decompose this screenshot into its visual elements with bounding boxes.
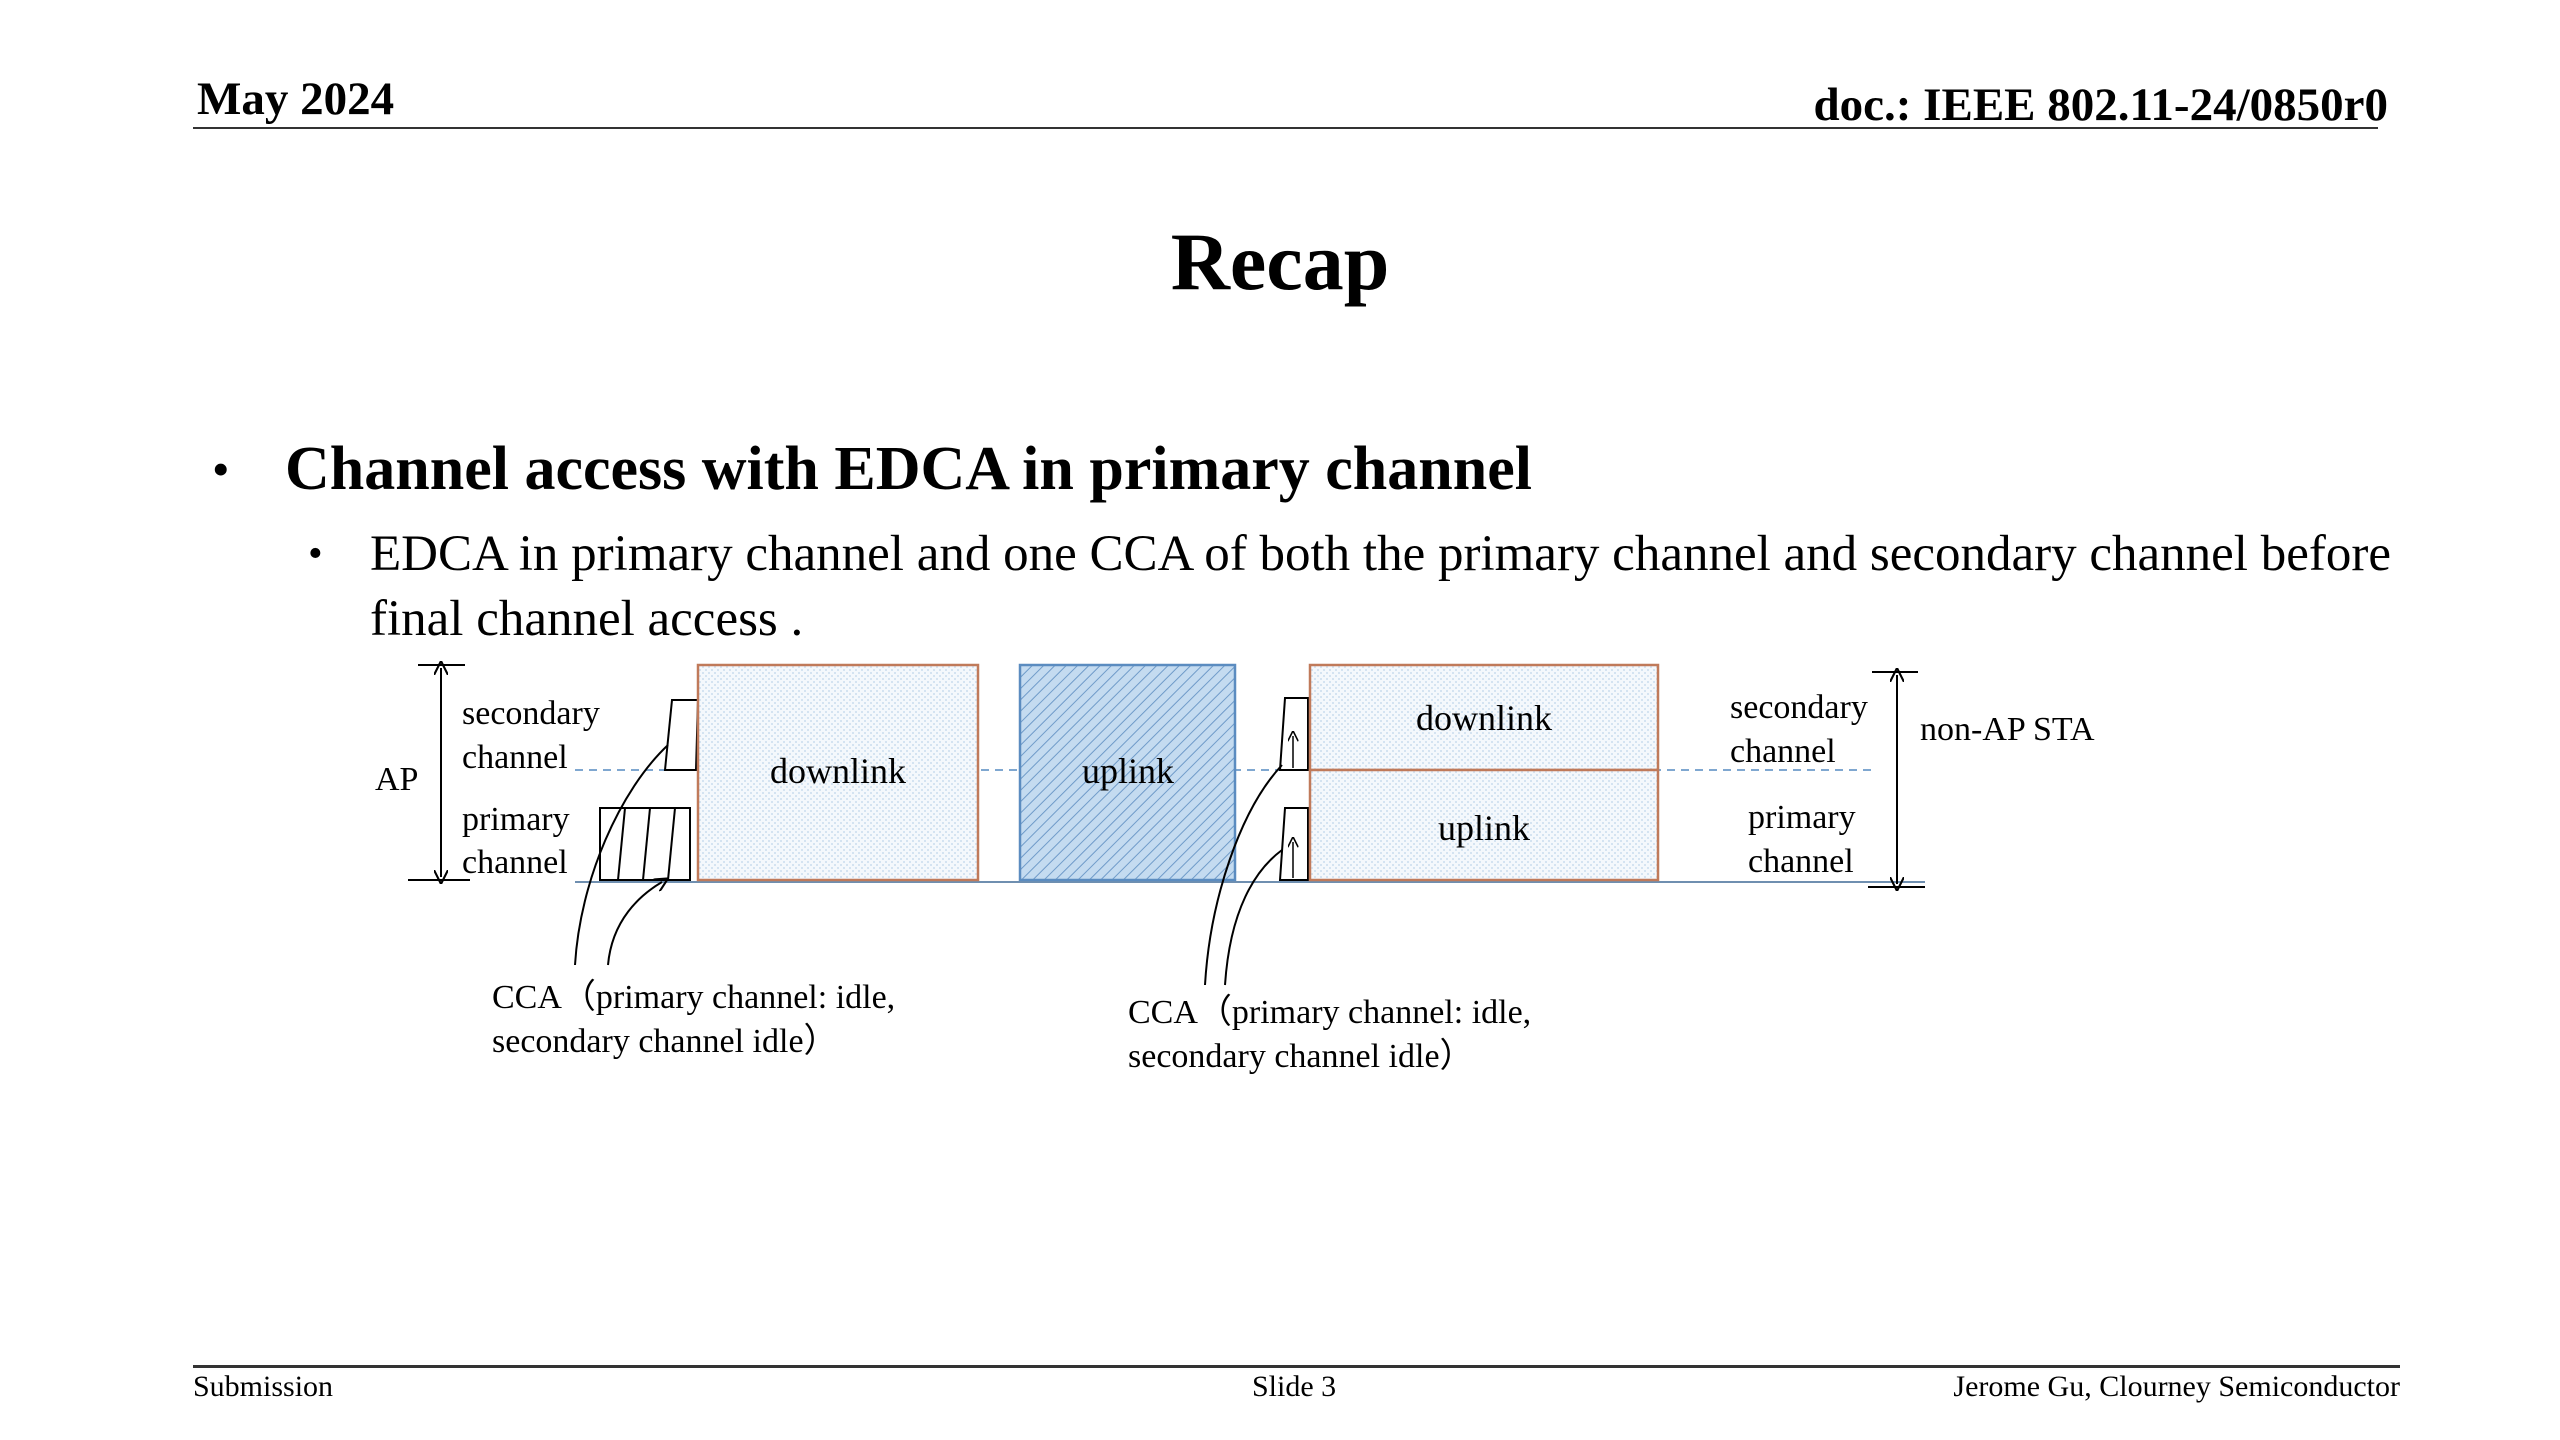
ap-downlink-label: downlink <box>770 751 906 791</box>
ap-secondary-line2: channel <box>462 739 568 776</box>
footer-author: Jerome Gu, Clourney Semiconductor <box>1953 1370 2400 1403</box>
footer-rule <box>193 1365 2400 1368</box>
ap-primary-line1: primary <box>462 801 570 838</box>
ap-cca-note-line2: secondary channel idle） <box>492 1022 838 1060</box>
bullet-level2: EDCA in primary channel and one CCA of b… <box>370 526 2391 647</box>
ap-cca-note-line1: CCA（primary channel: idle, <box>492 978 895 1016</box>
sta-cca-note-line1: CCA（primary channel: idle, <box>1128 993 1531 1031</box>
slide-title: Recap <box>1170 216 1390 307</box>
header-doc-id: doc.: IEEE 802.11-24/0850r0 <box>1813 79 2388 131</box>
ap-secondary-line1: secondary <box>462 695 600 732</box>
bullet-level1: Channel access with EDCA in primary chan… <box>285 435 1532 503</box>
sta-uplink-box <box>1308 768 1660 882</box>
sta-cca-note-line2: secondary channel idle） <box>1128 1037 1474 1075</box>
sta-secondary-line1: secondary <box>1730 689 1868 726</box>
bullet-marker-2: • <box>308 531 323 577</box>
sta-primary-line1: primary <box>1748 799 1856 836</box>
ap-uplink-label: uplink <box>1082 751 1174 791</box>
sta-cca-callout-lines <box>1204 764 1283 986</box>
sta-dimension <box>1868 672 1925 887</box>
ap-uplink-box <box>1018 663 1237 882</box>
header-rule <box>193 127 2378 129</box>
ap-dimension <box>408 665 470 880</box>
ap-cca-callout-lines <box>574 744 668 966</box>
sta-uplink-label: uplink <box>1438 808 1530 848</box>
header-date: May 2024 <box>197 73 395 125</box>
sta-cca-secondary-box <box>1278 697 1309 771</box>
ap-label: AP <box>375 761 418 798</box>
sta-label: non-AP STA <box>1920 711 2095 748</box>
bullet-marker-1: • <box>212 441 230 497</box>
ap-backoff-slots <box>599 807 691 881</box>
footer-submission: Submission <box>193 1370 334 1403</box>
sta-cca-primary-box <box>1278 807 1309 881</box>
ap-primary-line2: channel <box>462 844 568 881</box>
footer-slide-number: Slide 3 <box>1252 1370 1337 1403</box>
sta-downlink-box <box>1308 663 1660 772</box>
sta-downlink-label: downlink <box>1416 698 1552 738</box>
ap-downlink-box <box>696 663 980 882</box>
ap-cca-secondary-box <box>663 699 700 771</box>
sta-secondary-line2: channel <box>1730 733 1836 770</box>
sta-primary-line2: channel <box>1748 843 1854 880</box>
